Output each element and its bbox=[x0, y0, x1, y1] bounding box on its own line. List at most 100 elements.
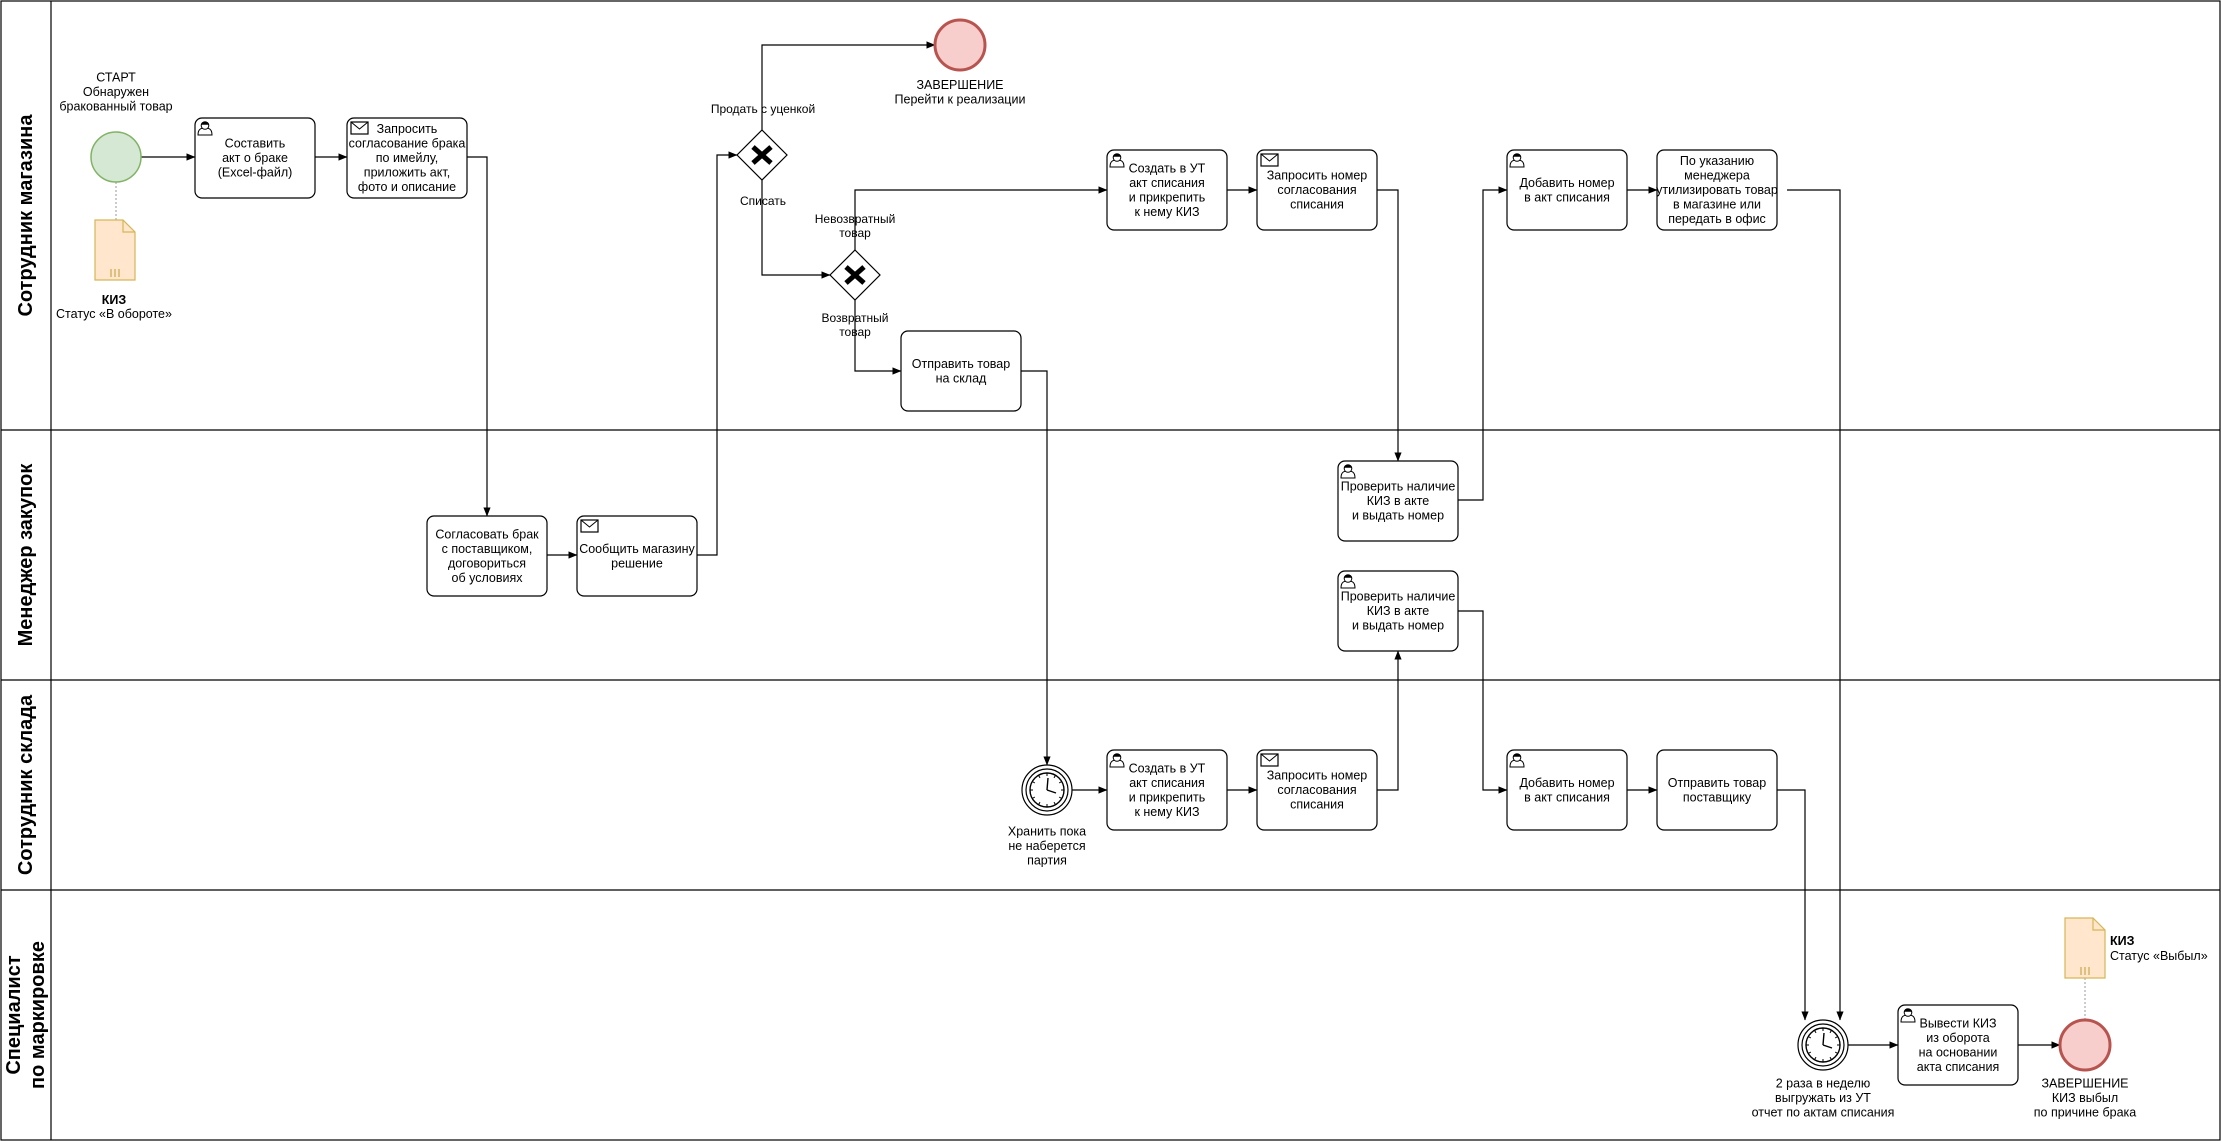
user-icon bbox=[1900, 1008, 1916, 1023]
start-event-start[interactable] bbox=[90, 131, 142, 183]
data-object-kiz1[interactable] bbox=[94, 219, 136, 281]
event-label-timer1: партия bbox=[1027, 854, 1067, 868]
event-label-end2: КИЗ выбыл bbox=[2052, 1091, 2118, 1105]
task-label: поставщику bbox=[1683, 790, 1752, 804]
task-label: Проверить наличие bbox=[1341, 480, 1456, 494]
task-label: Сообщить магазину bbox=[579, 542, 695, 556]
user-icon bbox=[1340, 464, 1356, 479]
task-label: Вывести КИЗ bbox=[1919, 1016, 1996, 1030]
flow-t8-t9 bbox=[1458, 186, 1508, 501]
task-label: согласования bbox=[1277, 183, 1356, 197]
task-label: и прикрепить bbox=[1129, 790, 1206, 804]
timer-event-timer1[interactable] bbox=[1021, 764, 1073, 816]
task-label: Согласовать брак bbox=[435, 527, 539, 541]
data-object-status: Статус «В обороте» bbox=[56, 307, 172, 321]
data-associations bbox=[115, 182, 2086, 1020]
lane-title-marking: Специалист bbox=[3, 955, 25, 1074]
envelope-icon bbox=[350, 121, 369, 135]
task-label: акт списания bbox=[1129, 176, 1205, 190]
data-object-kiz2[interactable] bbox=[2064, 917, 2106, 979]
task-label: акт о браке bbox=[222, 151, 288, 165]
x-mark-icon bbox=[751, 145, 773, 165]
user-icon bbox=[1109, 153, 1125, 168]
task-label: Создать в УТ bbox=[1129, 161, 1206, 175]
task-label: По указанию bbox=[1680, 154, 1754, 168]
user-icon bbox=[1509, 153, 1525, 168]
task-label: утилизировать товар bbox=[1656, 183, 1778, 197]
event-label-start: бракованный товар bbox=[59, 100, 172, 114]
task-label: Запросить номер bbox=[1267, 169, 1368, 183]
event-label-start: СТАРТ bbox=[96, 71, 136, 85]
flow-label-fl1: Продать с уценкой bbox=[711, 102, 815, 116]
task-label: Запросить bbox=[377, 122, 438, 136]
task-label: решение bbox=[611, 556, 663, 570]
data-object-title: КИЗ bbox=[2110, 934, 2135, 948]
lane-title-purchase: Менеджер закупок bbox=[15, 463, 37, 647]
event-label-timer2: отчет по актам списания bbox=[1752, 1106, 1895, 1120]
task-label: к нему КИЗ bbox=[1134, 205, 1199, 219]
task-label: в акт списания bbox=[1524, 190, 1610, 204]
flow-t13-t11 bbox=[1377, 650, 1402, 791]
event-label-timer1: не наберется bbox=[1008, 839, 1085, 853]
task-label: с поставщиком, bbox=[442, 542, 533, 556]
task-label: Добавить номер bbox=[1519, 176, 1614, 190]
task-label: списания bbox=[1290, 198, 1344, 212]
user-icon bbox=[197, 121, 213, 136]
exclusive-gateway-g2[interactable] bbox=[829, 249, 881, 301]
task-label: приложить акт, bbox=[364, 166, 450, 180]
task-label: согласование брака bbox=[349, 137, 466, 151]
event-label-end1: ЗАВЕРШЕНИЕ bbox=[916, 78, 1003, 92]
flow-t11-t14 bbox=[1458, 610, 1508, 794]
flow-t4-g1 bbox=[697, 151, 738, 556]
flow-label-fl4: товар bbox=[839, 325, 871, 339]
exclusive-gateway-g1[interactable] bbox=[736, 129, 788, 181]
event-label-timer1: Хранить пока bbox=[1008, 825, 1086, 839]
flow-t7-timer1 bbox=[1021, 370, 1051, 766]
event-label-timer2: 2 раза в неделю bbox=[1776, 1077, 1871, 1091]
flow-g2-t5 bbox=[854, 186, 1108, 250]
end-event-end2[interactable] bbox=[2058, 1018, 2112, 1072]
user-icon bbox=[1109, 753, 1125, 768]
flow-g1-g2 bbox=[761, 180, 831, 279]
task-label: на склад bbox=[936, 371, 987, 385]
lane-title-marking: по маркировке bbox=[27, 941, 49, 1089]
task-label: в акт списания bbox=[1524, 790, 1610, 804]
envelope-icon bbox=[1260, 753, 1279, 767]
event-label-end2: по причине брака bbox=[2034, 1106, 2137, 1120]
task-label: и выдать номер bbox=[1352, 619, 1444, 633]
task-label: передать в офис bbox=[1668, 212, 1766, 226]
task-label: акта списания bbox=[1917, 1060, 1999, 1074]
task-label: КИЗ в акте bbox=[1367, 494, 1430, 508]
task-label: Составить bbox=[225, 137, 286, 151]
end-event-end1[interactable] bbox=[933, 18, 987, 72]
task-label: Проверить наличие bbox=[1341, 590, 1456, 604]
flow-label-fl3: товар bbox=[839, 226, 871, 240]
data-object-status: Статус «Выбыл» bbox=[2110, 949, 2208, 963]
sequence-flows bbox=[141, 41, 2061, 1049]
timer-event-timer2[interactable] bbox=[1797, 1019, 1849, 1071]
task-label: и выдать номер bbox=[1352, 509, 1444, 523]
task-label: из оборота bbox=[1926, 1031, 1989, 1045]
lane-title-store: Сотрудник магазина bbox=[15, 114, 37, 317]
task-label: КИЗ в акте bbox=[1367, 604, 1430, 618]
task-label: фото и описание bbox=[358, 180, 456, 194]
task-label: по имейлу, bbox=[376, 151, 438, 165]
event-label-start: Обнаружен bbox=[83, 85, 149, 99]
flow-g1-end1 bbox=[761, 41, 936, 130]
